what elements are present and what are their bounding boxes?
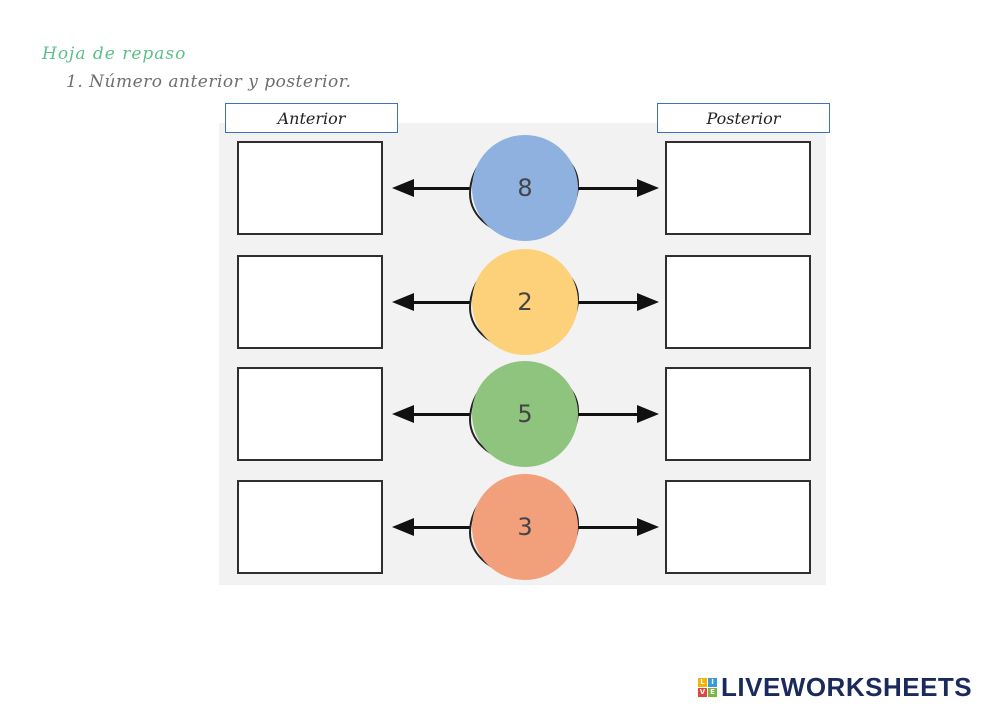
- posterior-answer-box[interactable]: [665, 480, 811, 574]
- right-arrow-line: [578, 526, 638, 529]
- right-arrow-head-icon: [637, 518, 659, 536]
- posterior-answer-box[interactable]: [665, 367, 811, 461]
- header-anterior: Anterior: [225, 103, 398, 133]
- left-arrow-line: [410, 187, 472, 190]
- anterior-answer-box[interactable]: [237, 141, 383, 235]
- right-arrow-line: [578, 301, 638, 304]
- right-arrow-line: [578, 187, 638, 190]
- anterior-answer-box[interactable]: [237, 255, 383, 349]
- number-circle: 3: [472, 474, 578, 580]
- number-circle: 5: [472, 361, 578, 467]
- left-arrow-line: [410, 413, 472, 416]
- right-arrow-head-icon: [637, 179, 659, 197]
- number-circle: 8: [472, 135, 578, 241]
- right-arrow-head-icon: [637, 293, 659, 311]
- header-posterior: Posterior: [657, 103, 830, 133]
- number-circle: 2: [472, 249, 578, 355]
- posterior-answer-box[interactable]: [665, 141, 811, 235]
- anterior-answer-box[interactable]: [237, 480, 383, 574]
- logo-letter-l: L: [698, 678, 707, 687]
- worksheet-title: Hoja de repaso: [42, 44, 187, 64]
- worksheet-instruction: 1. Número anterior y posterior.: [66, 72, 352, 92]
- left-arrow-head-icon: [392, 405, 414, 423]
- logo-text: LIVEWORKSHEETS: [721, 672, 973, 702]
- left-arrow-head-icon: [392, 179, 414, 197]
- left-arrow-line: [410, 526, 472, 529]
- left-arrow-head-icon: [392, 518, 414, 536]
- left-arrow-head-icon: [392, 293, 414, 311]
- right-arrow-head-icon: [637, 405, 659, 423]
- logo-letter-v: V: [698, 688, 707, 697]
- posterior-answer-box[interactable]: [665, 255, 811, 349]
- anterior-answer-box[interactable]: [237, 367, 383, 461]
- left-arrow-line: [410, 301, 472, 304]
- right-arrow-line: [578, 413, 638, 416]
- logo-letter-e: E: [708, 688, 717, 697]
- logo-letter-i: I: [708, 678, 717, 687]
